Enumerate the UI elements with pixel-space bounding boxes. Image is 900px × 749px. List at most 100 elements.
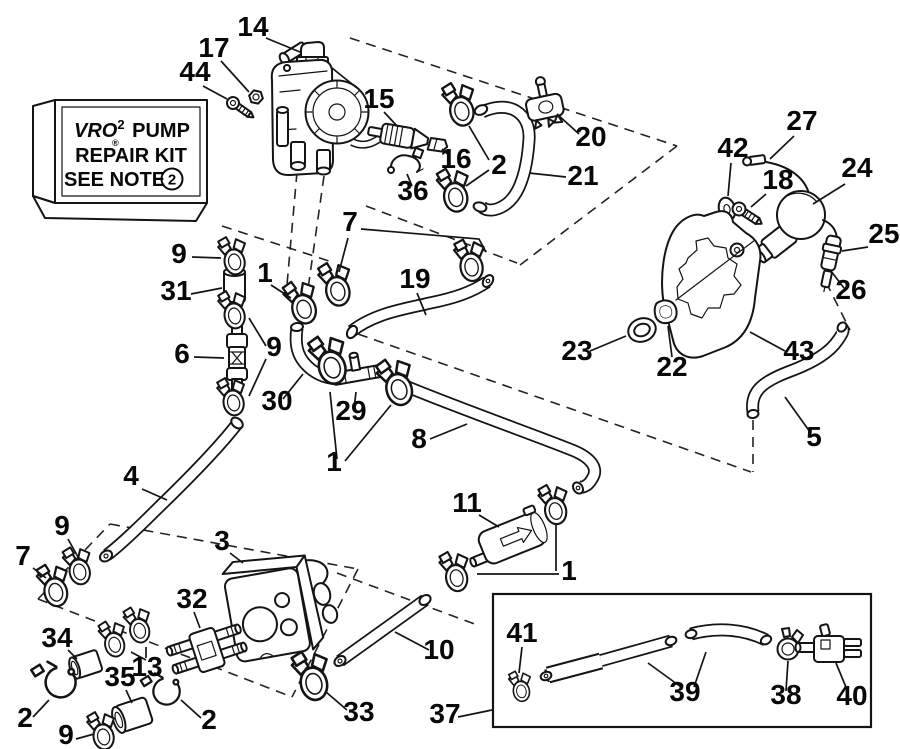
- leader-line-27: [769, 135, 795, 160]
- part-hose-39a: [539, 634, 678, 684]
- leader-line-31: [190, 287, 223, 295]
- part-nipple-16: [426, 137, 449, 153]
- leader-line-9: [75, 733, 95, 740]
- callout-29-27: 29: [335, 395, 366, 426]
- callout-22-16: 22: [656, 351, 687, 382]
- callout-26-14: 26: [835, 274, 866, 305]
- part-fuel-filter-11: [469, 504, 548, 568]
- part-clamp-hose8: [372, 351, 422, 411]
- callout-5-18: 5: [806, 421, 822, 452]
- leader-line-9: [191, 256, 222, 259]
- leader-line-37: [457, 709, 493, 718]
- part-manifold-32: [165, 623, 248, 675]
- leader-line-1: [329, 391, 338, 460]
- callout-9-19: 9: [171, 238, 187, 269]
- callout-2-42: 2: [201, 704, 217, 735]
- leader-line-2: [180, 699, 202, 719]
- callout-38-48: 38: [770, 679, 801, 710]
- leader-line-8: [429, 423, 468, 440]
- part-clamp-7a: [314, 257, 359, 311]
- leader-line-25: [841, 246, 869, 252]
- callout-7-22: 7: [342, 206, 358, 237]
- kit-box-reg-mark: ®: [112, 138, 119, 148]
- callout-3-33: 3: [214, 525, 230, 556]
- callout-16-4: 16: [440, 143, 471, 174]
- leader-line-1: [344, 404, 392, 462]
- callout-2-6: 2: [491, 149, 507, 180]
- part-clamp-13b: [95, 616, 132, 661]
- leader-line-1: [270, 284, 292, 299]
- repair-kit-box: VRO2 PUMP ® REPAIR KIT SEE NOTE 2: [32, 99, 208, 222]
- leader-line-7: [32, 567, 47, 579]
- callout-17-1: 17: [198, 32, 229, 63]
- part-clamp-2c: [438, 77, 483, 131]
- leader-line-42: [727, 162, 732, 197]
- leader-line-44: [202, 85, 228, 100]
- leader-line-21: [528, 172, 567, 178]
- leader-line-15: [383, 111, 399, 128]
- leader-line-29: [353, 391, 357, 410]
- leader-line-9: [248, 358, 267, 397]
- part-clamp-41: [506, 668, 535, 704]
- leader-line-20: [556, 113, 580, 135]
- leader-line-33: [325, 691, 348, 711]
- leader-line-13: [130, 651, 147, 661]
- callout-30-26: 30: [261, 385, 292, 416]
- part-hose-39b: [684, 623, 773, 646]
- leader-line-11: [478, 514, 500, 528]
- kit-box-line3: SEE NOTE: [64, 169, 165, 191]
- callout-15-3: 15: [363, 83, 394, 114]
- part-clamp-7b: [451, 235, 491, 285]
- callout-37-45: 37: [429, 698, 460, 729]
- callout-32-36: 32: [176, 583, 207, 614]
- callout-44-2: 44: [179, 56, 211, 87]
- callout-10-44: 10: [423, 634, 454, 665]
- part-screw-18: [731, 201, 763, 225]
- callout-9-25: 9: [266, 331, 282, 362]
- part-connector-26: [820, 269, 833, 293]
- leader-line-5: [784, 396, 811, 433]
- callout-39-47: 39: [669, 676, 700, 707]
- callout-41-46: 41: [506, 617, 537, 648]
- callout-8-29: 8: [411, 423, 427, 454]
- part-hose-4: [98, 416, 244, 563]
- part-sleeve-34: [68, 649, 103, 680]
- callout-31-20: 31: [160, 275, 191, 306]
- leader-line-32: [193, 611, 201, 629]
- callout-43-15: 43: [783, 335, 814, 366]
- leader-line-2: [468, 125, 490, 161]
- part-fuel-pump-assembly: [270, 41, 386, 177]
- callout-9-31: 9: [54, 510, 70, 541]
- part-adapter-plate-3: [221, 554, 325, 663]
- leader-line-26: [830, 270, 845, 289]
- part-clamp-9a: [215, 232, 252, 278]
- leader-line-4: [141, 488, 168, 501]
- leader-line-7: [338, 237, 349, 273]
- callout-21-8: 21: [567, 160, 598, 191]
- part-wire-clip-36: [387, 146, 425, 174]
- kit-box-line1: VRO2 PUMP: [74, 117, 190, 142]
- callout-34-37: 34: [41, 622, 73, 653]
- leader-line-34: [67, 649, 78, 660]
- callout-7-32: 7: [15, 540, 31, 571]
- part-hose-5: [746, 321, 850, 420]
- leader-line-35: [125, 689, 133, 704]
- callout-11-34: 11: [452, 487, 482, 518]
- leader-line-14: [265, 37, 301, 53]
- callout-35-39: 35: [104, 661, 135, 692]
- part-clamp-bracket-20: [525, 76, 565, 130]
- leader-line-18: [750, 193, 767, 208]
- leader-line-41: [518, 646, 523, 674]
- leader-line-16: [441, 148, 451, 157]
- leader-line-19: [416, 292, 427, 316]
- part-connector-25: [820, 234, 843, 272]
- leader-line-3: [229, 552, 244, 564]
- callout-25-13: 25: [868, 218, 899, 249]
- inset-box-37: [491, 592, 873, 729]
- leader-line-43: [749, 331, 786, 352]
- callout-20-7: 20: [575, 121, 606, 152]
- leader-line-6: [193, 356, 225, 359]
- part-screw-44: [226, 96, 255, 119]
- note-circle-number: 2: [168, 172, 176, 189]
